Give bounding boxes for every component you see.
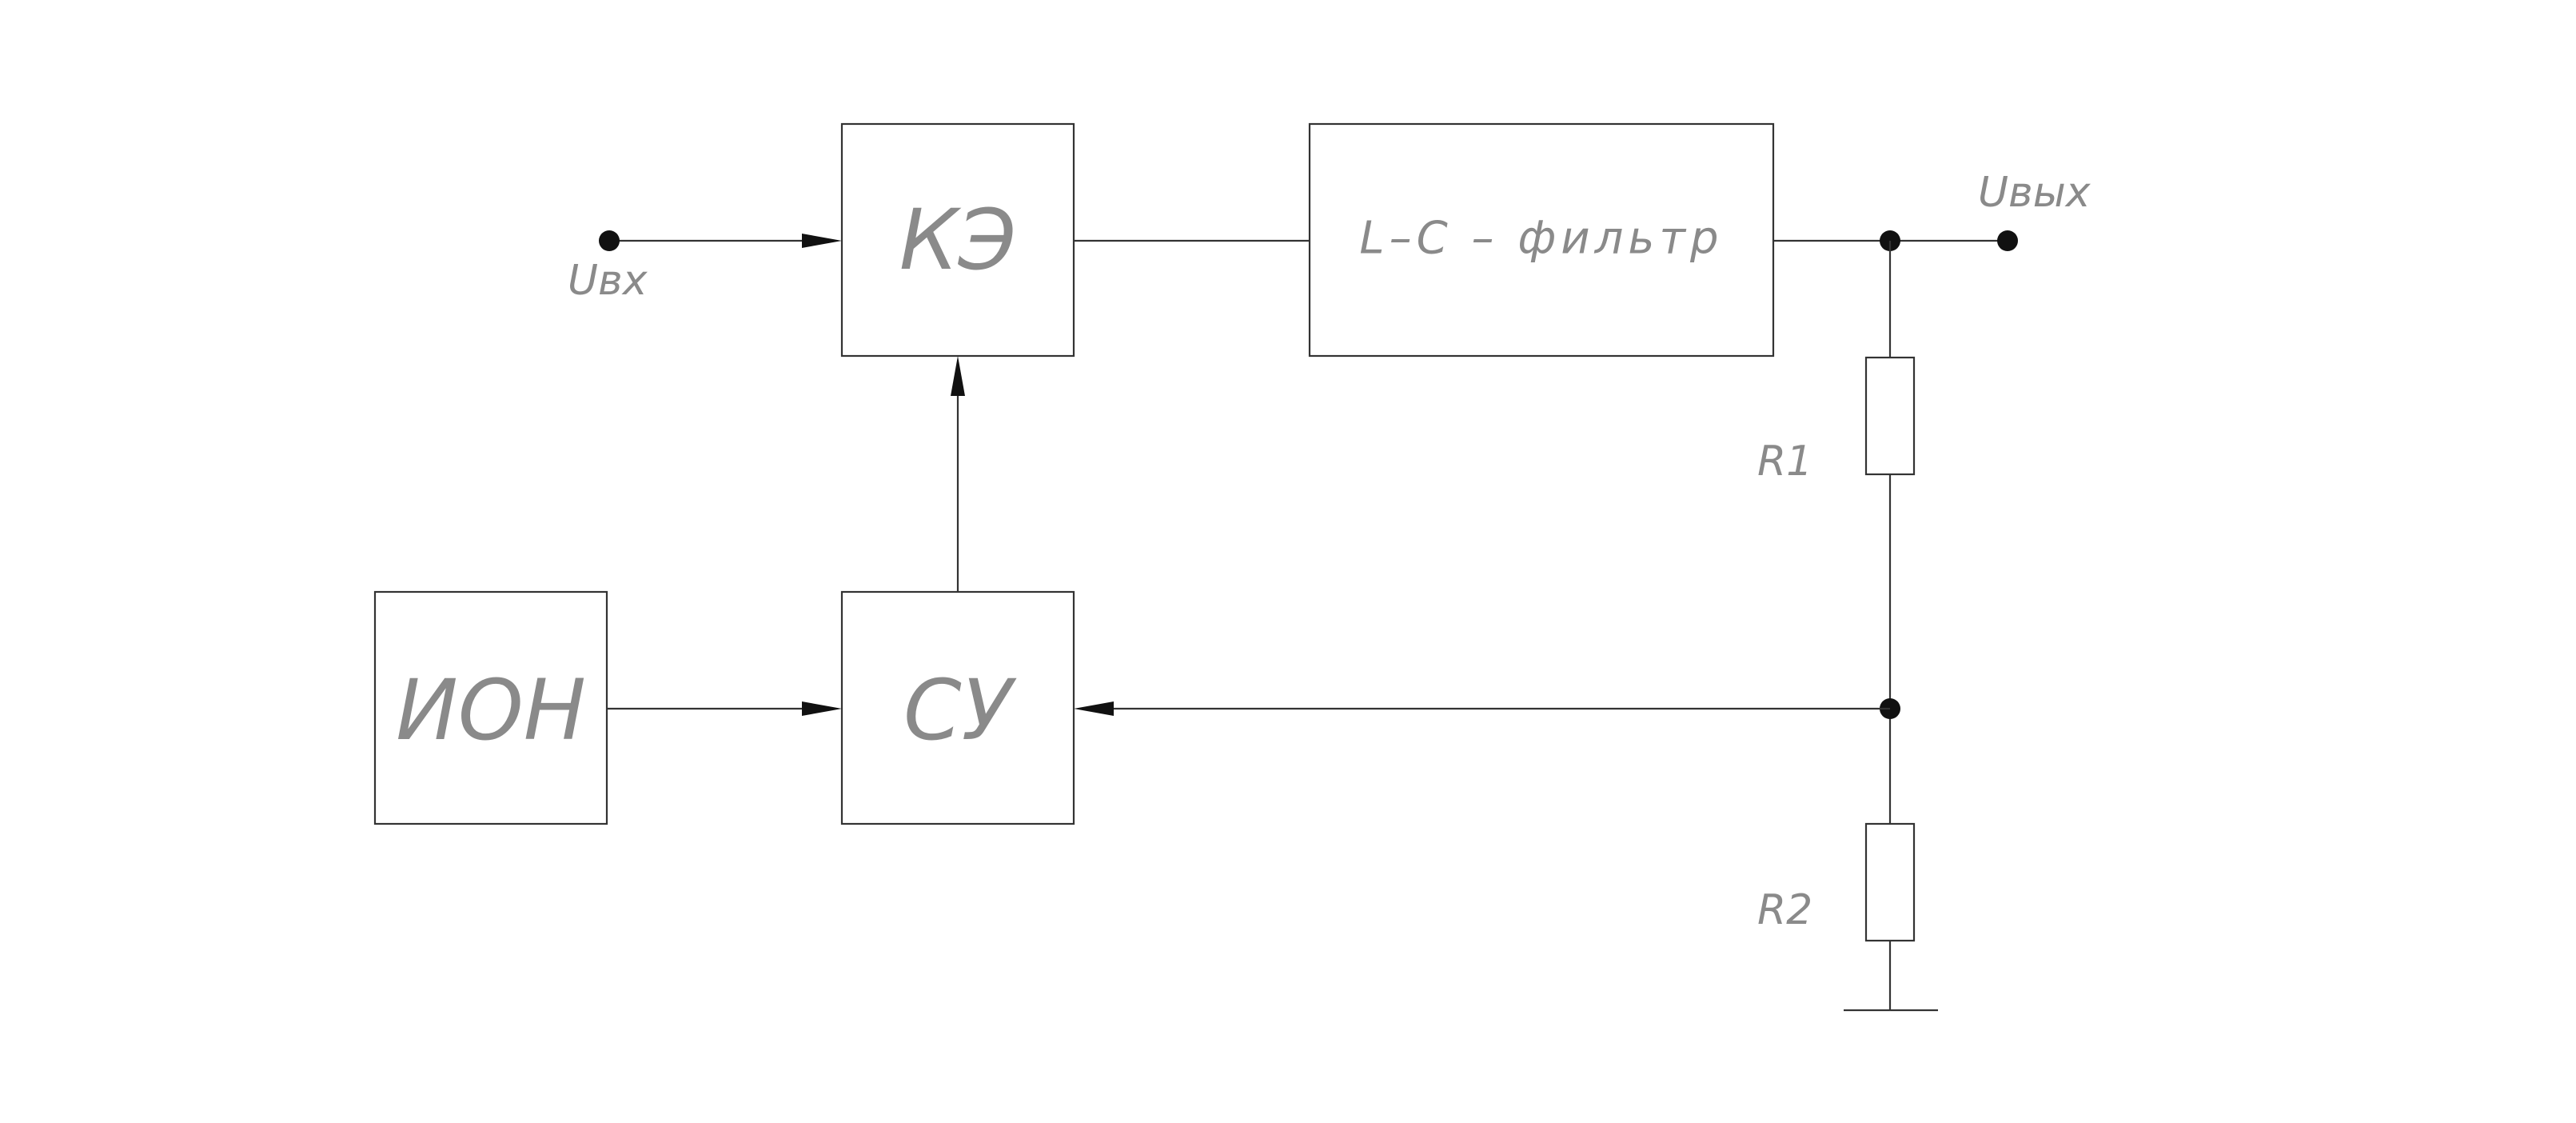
input-arrow [802,234,842,248]
ion-label: ИОН [396,661,586,759]
u-out-label: Uвых [1978,169,2092,217]
ke-label: КЭ [899,191,1016,289]
r2-label: R2 [1757,886,1812,934]
r1-resistor [1864,356,1916,476]
lc-filter-block [1308,122,1775,358]
su-label: СУ [903,661,1017,759]
u-in-label: Uвх [568,257,648,305]
r1-label: R1 [1757,438,1812,486]
feedback-arrow [1074,701,1114,716]
ion-block [373,590,608,825]
ion-to-su-arrow [802,701,842,716]
lc-filter-label: L–C – фильтр [1359,213,1723,265]
su-to-ke-arrow [951,356,965,396]
r2-resistor [1864,822,1916,942]
input-terminal [599,230,620,251]
su-block [840,590,1075,825]
ke-block [840,122,1075,358]
output-terminal [1997,230,2018,251]
